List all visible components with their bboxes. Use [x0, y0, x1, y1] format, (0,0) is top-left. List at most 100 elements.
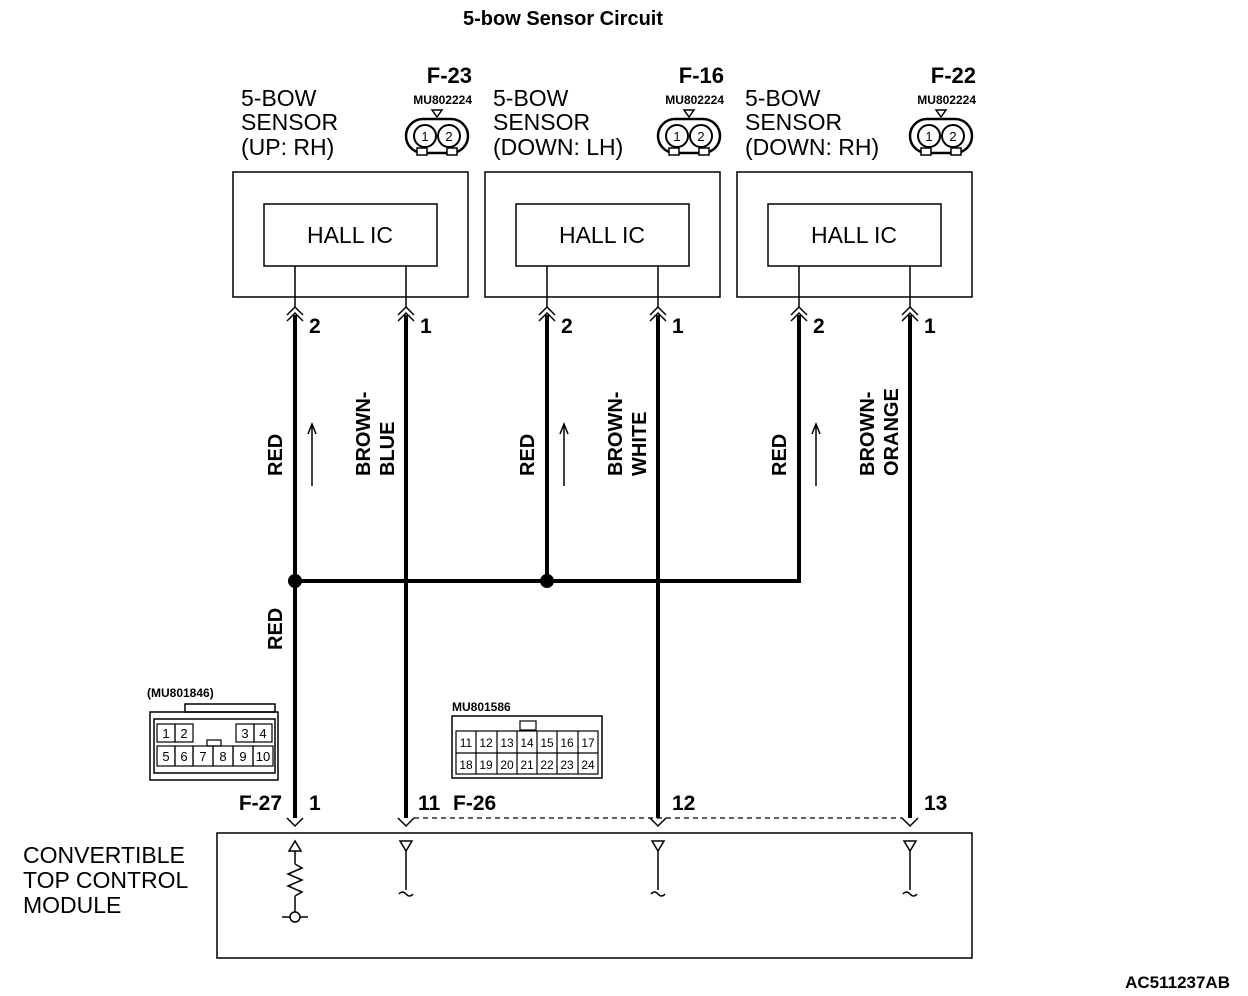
sensor-name-line: 5-BOW — [241, 85, 317, 111]
internal-pullup-resistor-symbol — [282, 839, 308, 923]
module-name-line: CONVERTIBLE — [23, 842, 185, 868]
sensor-pin-number: 2 — [561, 315, 573, 338]
connector-pin: 9 — [239, 749, 246, 764]
connector-pin: 4 — [259, 726, 266, 741]
sensor-name-line: SENSOR — [241, 109, 338, 135]
connector-code: F-16 — [679, 63, 724, 88]
sensor-pin-number: 1 — [672, 315, 684, 338]
connector-pin: 17 — [581, 736, 595, 750]
connector-pin: 1 — [162, 726, 169, 741]
sensor-name-line: 5-BOW — [745, 85, 821, 111]
hall-ic-box — [515, 203, 690, 267]
module-name-line: MODULE — [23, 892, 121, 918]
module-pin-number: 12 — [672, 792, 695, 815]
wire-color-label: RED — [769, 434, 791, 476]
sensor-down-rh: 5-BOW SENSOR (DOWN: RH) F-22 MU802224 1 … — [736, 63, 976, 307]
connector-part-number: MU802224 — [665, 93, 724, 107]
sensor-pin-number: 2 — [813, 315, 825, 338]
connector-pin: 21 — [520, 758, 534, 772]
connector-pin: 22 — [540, 758, 554, 772]
module-pin-number: 11 — [418, 792, 441, 815]
wire-color-label: RED — [265, 608, 287, 650]
connector-part-number: MU802224 — [917, 93, 976, 107]
control-module: CONVERTIBLE TOP CONTROL MODULE — [23, 832, 973, 959]
connector-f26-face: MU801586 11 12 13 14 15 16 17 18 19 20 2… — [451, 700, 603, 779]
sensor-name-line: (DOWN: RH) — [745, 134, 879, 160]
sensor-pin-chevrons — [286, 305, 919, 322]
connector-pin: 24 — [581, 758, 595, 772]
module-pin-number: 1 — [309, 792, 321, 815]
connector-pin: 13 — [500, 736, 514, 750]
connector-face-pin: 2 — [445, 129, 452, 144]
connector-pin: 5 — [162, 749, 169, 764]
hall-ic-label: HALL IC — [559, 222, 645, 248]
connector-pin: 8 — [219, 749, 226, 764]
connector-face-icon: 1 2 — [908, 109, 974, 156]
sensor-down-lh: 5-BOW SENSOR (DOWN: LH) F-16 MU802224 1 … — [484, 63, 724, 307]
connector-face-pin: 1 — [673, 129, 680, 144]
diagram-title: 5-bow Sensor Circuit — [463, 8, 663, 30]
connector-part-number: (MU801846) — [147, 686, 214, 700]
connector-face-pin: 1 — [421, 129, 428, 144]
connector-pin: 6 — [180, 749, 187, 764]
connector-f27-face: (MU801846) 1 2 3 4 5 6 7 8 9 10 — [147, 686, 279, 781]
sensor-name-line: SENSOR — [745, 109, 842, 135]
connector-code: F-27 — [239, 792, 282, 815]
connector-pin: 18 — [459, 758, 473, 772]
signal-direction-arrows — [307, 421, 821, 486]
figure-code: AC511237AB — [1125, 973, 1230, 992]
wire-color-label: BROWN- — [605, 392, 627, 476]
connector-face-pin: 2 — [697, 129, 704, 144]
sensor-box — [736, 171, 973, 298]
sensor-box — [232, 171, 469, 298]
splice-point — [540, 574, 554, 588]
connector-pin: 14 — [520, 736, 534, 750]
sensor-up-rh: 5-BOW SENSOR (UP: RH) F-23 MU802224 1 2 … — [232, 63, 472, 307]
wires — [293, 315, 912, 818]
connector-pin: 3 — [241, 726, 248, 741]
sensor-pin-number: 1 — [420, 315, 432, 338]
wire-color-label: BLUE — [377, 422, 399, 476]
connector-pin: 19 — [479, 758, 493, 772]
wire-color-label: ORANGE — [881, 388, 903, 476]
internal-signal-input-symbol — [902, 840, 918, 897]
splice-point — [288, 574, 302, 588]
connector-part-number: MU801586 — [452, 700, 511, 714]
hall-ic-box — [263, 203, 438, 267]
connector-part-number: MU802224 — [413, 93, 472, 107]
connector-code: F-22 — [931, 63, 976, 88]
connector-pin: 12 — [479, 736, 493, 750]
internal-signal-input-symbol — [398, 840, 414, 897]
connector-pin: 10 — [256, 749, 270, 764]
sensor-name-line: (DOWN: LH) — [493, 134, 623, 160]
hall-ic-label: HALL IC — [811, 222, 897, 248]
sensor-name-line: SENSOR — [493, 109, 590, 135]
module-box — [216, 832, 973, 959]
connector-pin: 20 — [500, 758, 514, 772]
connector-pin: 15 — [540, 736, 554, 750]
connector-pin: 2 — [180, 726, 187, 741]
sensor-name-line: (UP: RH) — [241, 134, 334, 160]
sensor-pin-number: 1 — [924, 315, 936, 338]
sensor-pin-number: 2 — [309, 315, 321, 338]
hall-ic-box — [767, 203, 942, 267]
connector-face-pin: 2 — [949, 129, 956, 144]
connector-pin: 16 — [560, 736, 574, 750]
connector-pin: 7 — [199, 749, 206, 764]
hall-ic-label: HALL IC — [307, 222, 393, 248]
connector-pin: 23 — [560, 758, 574, 772]
connector-face-icon: 1 2 — [404, 109, 470, 156]
connector-pin: 11 — [460, 736, 473, 750]
connector-face-icon: 1 2 — [656, 109, 722, 156]
wire-color-label: WHITE — [629, 412, 651, 476]
wire-color-label: RED — [517, 434, 539, 476]
wire-color-label: BROWN- — [353, 392, 375, 476]
module-name-line: TOP CONTROL — [23, 867, 188, 893]
connector-face-pin: 1 — [925, 129, 932, 144]
module-pin-chevrons — [286, 817, 919, 828]
connector-code: F-26 — [453, 792, 496, 815]
wire-color-label: BROWN- — [857, 392, 879, 476]
internal-signal-input-symbol — [650, 840, 666, 897]
connector-code: F-23 — [427, 63, 472, 88]
